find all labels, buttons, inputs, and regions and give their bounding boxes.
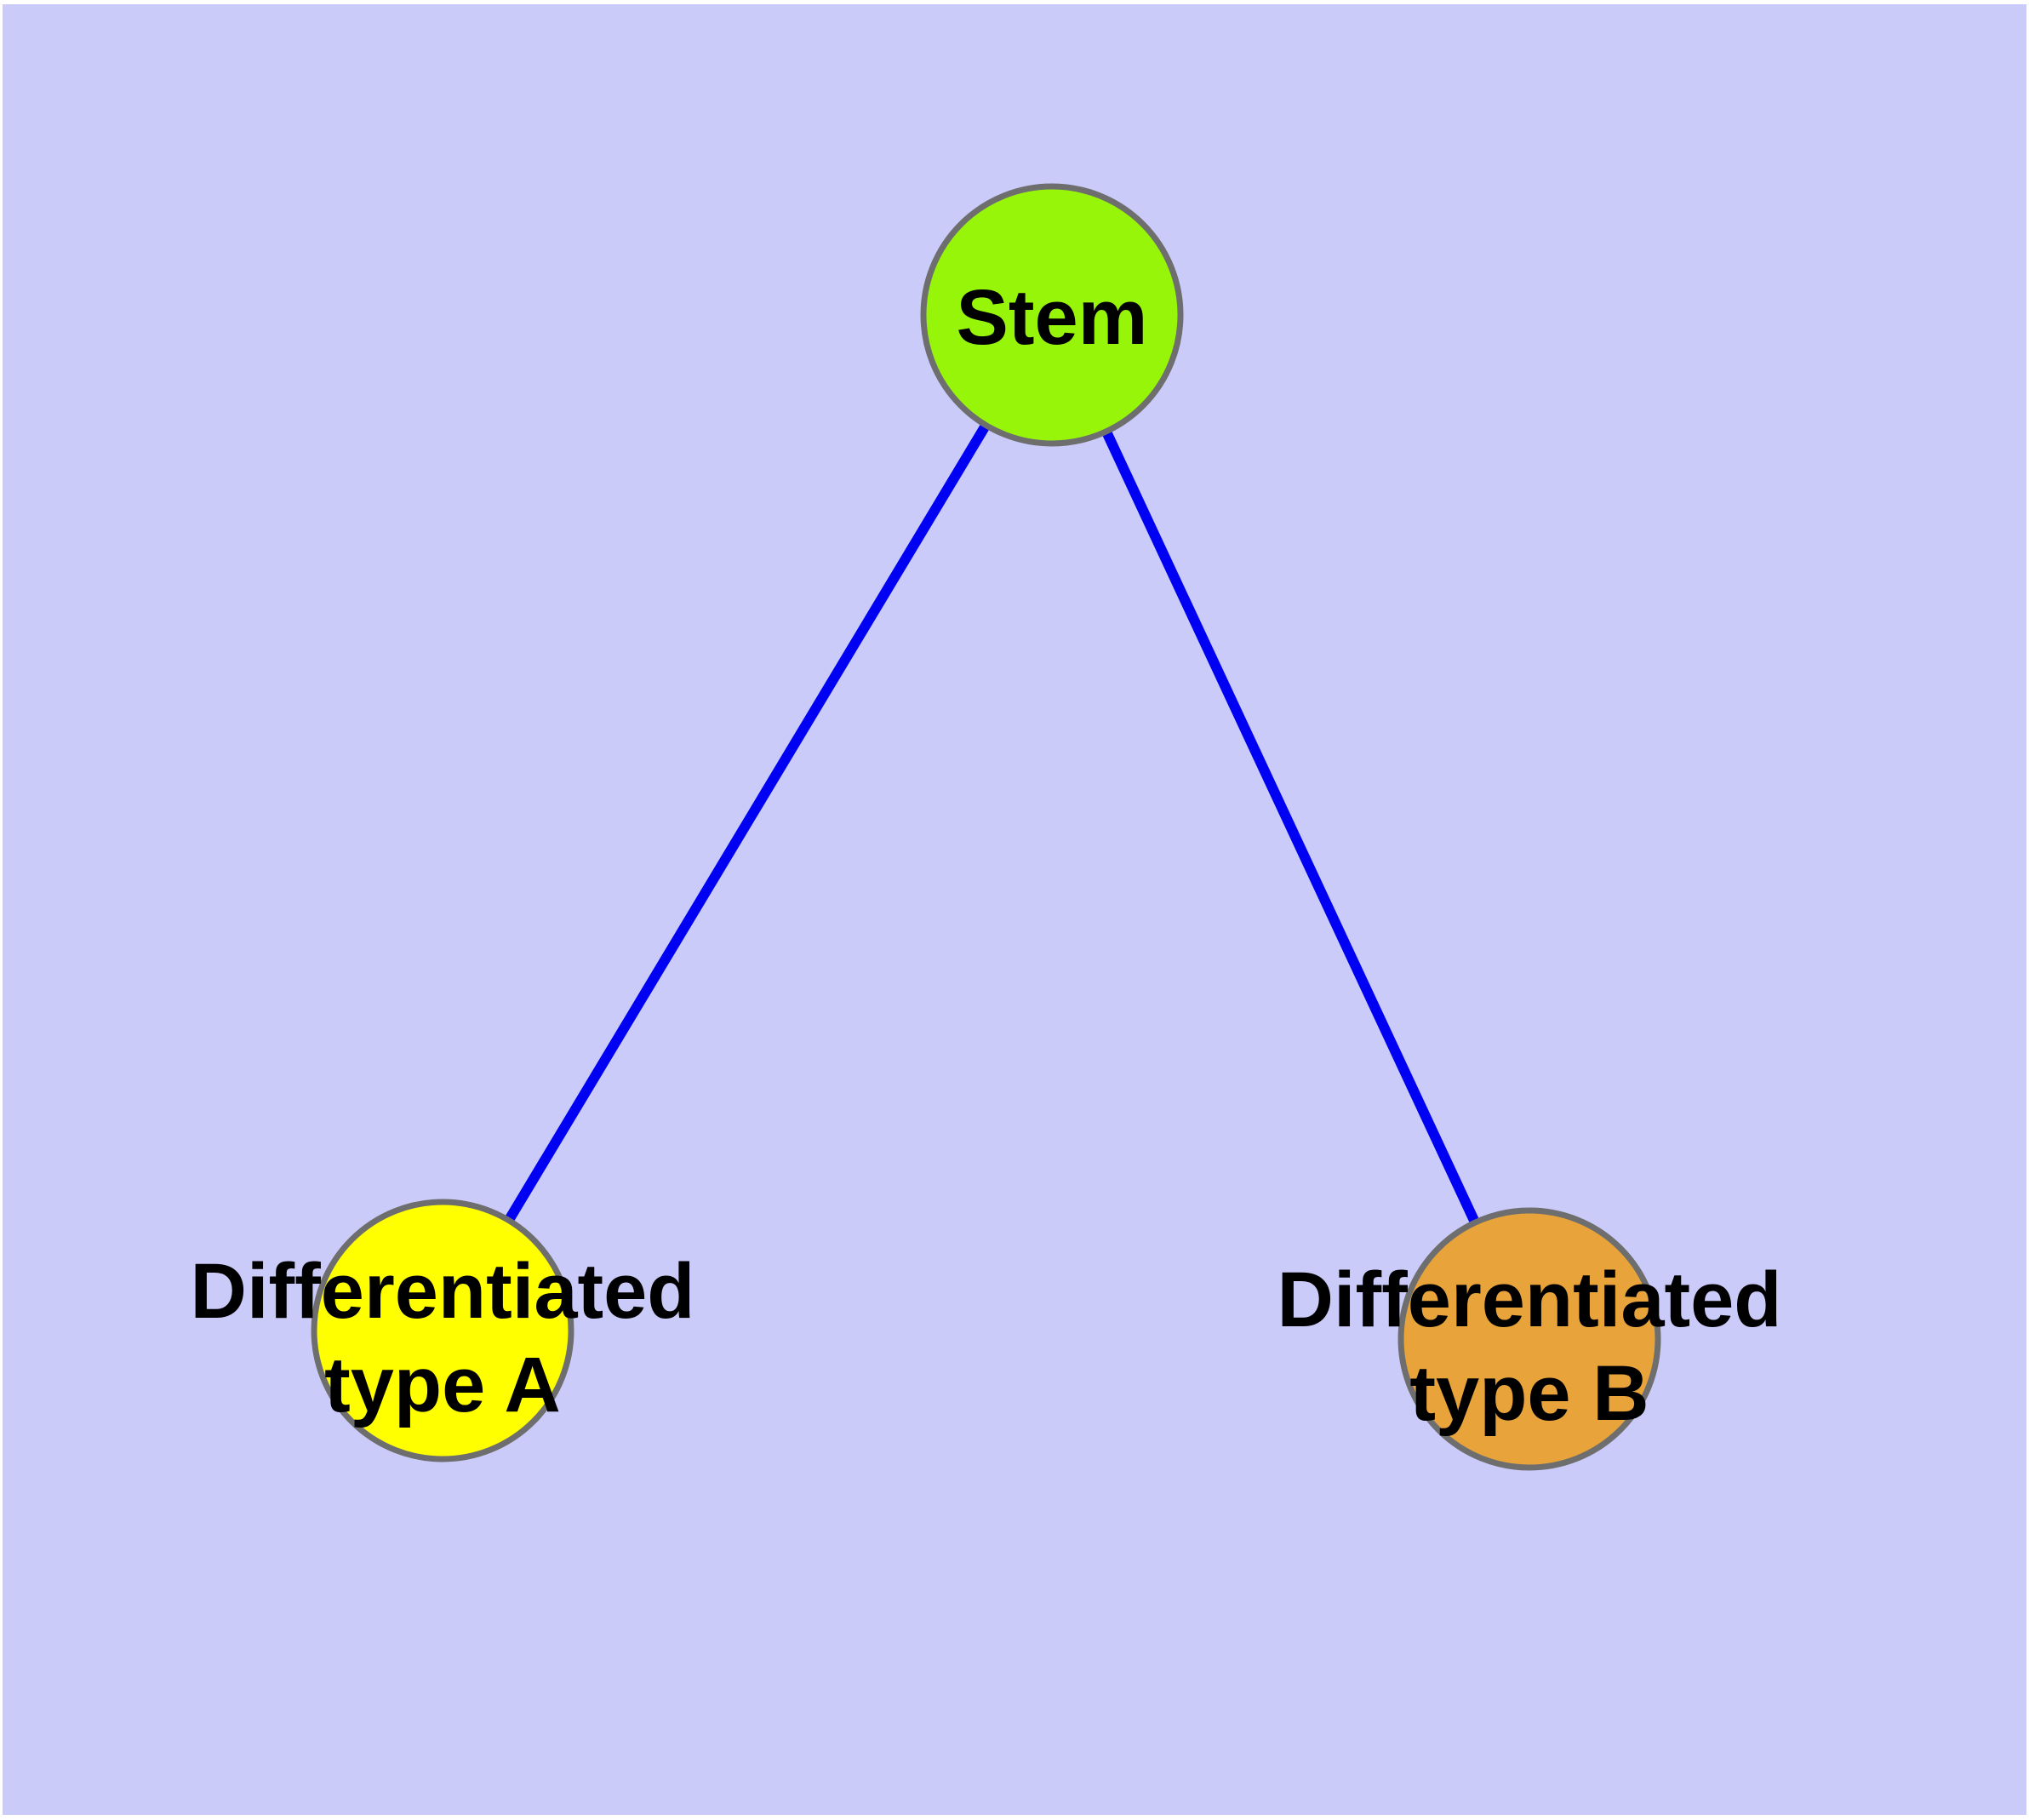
node-label-group: Stem Differentiated type A Differentiate…	[191, 274, 1782, 1437]
node-group	[311, 183, 1661, 1471]
type-b-node-label-line1: Differentiated	[1277, 1256, 1782, 1343]
edge-group	[437, 312, 1535, 1342]
stem-node-label: Stem	[957, 274, 1148, 361]
type-a-node-label-line1: Differentiated	[191, 1248, 695, 1335]
type-b-node-label-line2: type B	[1409, 1350, 1649, 1437]
node-differentiated-type-a	[311, 1199, 574, 1462]
node-stem	[920, 183, 1184, 447]
edge-stem-to-type-b	[1047, 312, 1535, 1342]
edge-stem-to-type-a	[437, 312, 1057, 1334]
type-a-node-label-line2: type A	[324, 1342, 561, 1428]
node-differentiated-type-b	[1397, 1207, 1661, 1471]
